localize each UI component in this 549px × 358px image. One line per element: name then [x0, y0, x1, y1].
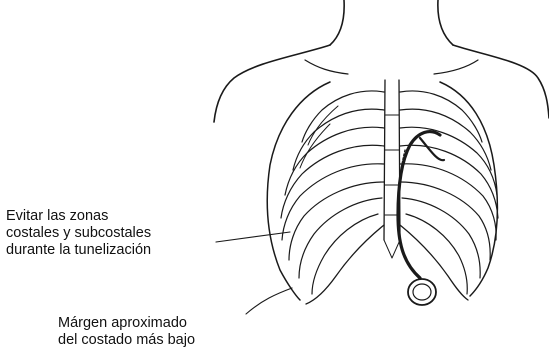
rib-margin-line-1: Márgen aproximado: [58, 315, 195, 332]
avoid-zones-callout: Evitar las zonas costales y subcostales …: [6, 208, 151, 259]
left-ribs: [281, 91, 384, 294]
avoid-zones-line-1: Evitar las zonas: [6, 208, 151, 225]
right-ribs: [400, 91, 498, 294]
avoid-zones-line-2: costales y subcostales: [6, 225, 151, 242]
avoid-zones-line-3: durante la tunelización: [6, 242, 151, 259]
rib-cage-outline: [267, 82, 497, 300]
leader-lines: [216, 232, 292, 314]
rib-margin-line-2: del costado más bajo: [58, 332, 195, 349]
catheter-and-port: [398, 132, 444, 305]
torso-outline: [214, 0, 549, 122]
rib-margin-callout: Márgen aproximado del costado más bajo: [58, 315, 195, 349]
costal-margin: [306, 225, 468, 304]
port-reservoir: [408, 279, 436, 305]
